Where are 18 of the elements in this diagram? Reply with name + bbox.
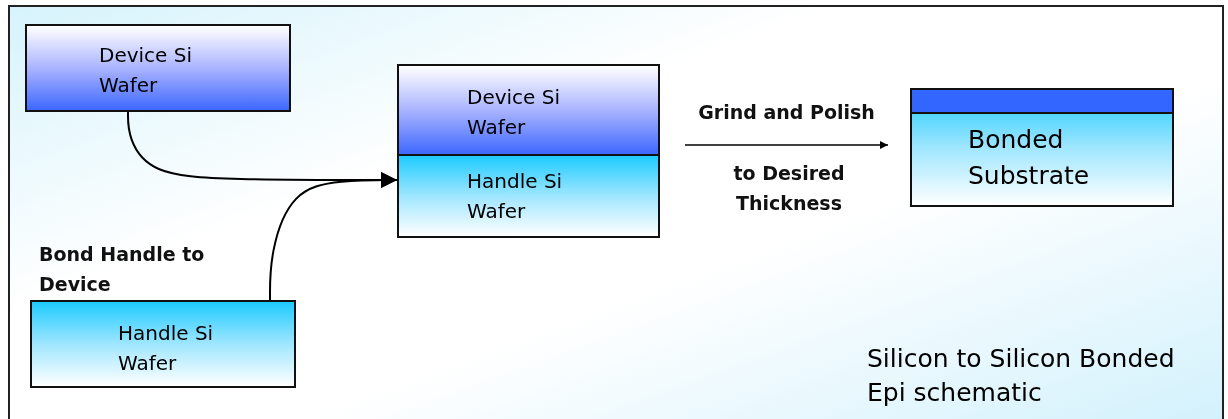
edge-label: Grind and Polish [697, 100, 876, 125]
step-label: Bond Handle to Device [39, 242, 206, 297]
wafer-label: Device Si Wafer [467, 84, 561, 141]
wafer-label: Handle Si Wafer [467, 168, 564, 225]
wafer-label: Device Si Wafer [99, 42, 193, 99]
wafer-layer [399, 154, 658, 236]
caption: Silicon to Silicon Bonded Epi schematic [867, 343, 1176, 409]
substrate-box [910, 88, 1174, 207]
step-label: to Desired Thickness [732, 161, 846, 216]
wafer-label: Bonded Substrate [968, 124, 1091, 192]
wafer-box [30, 300, 296, 388]
wafer-stack-box [397, 64, 660, 238]
wafer-box [25, 24, 291, 112]
device-layer-bar [912, 90, 1172, 114]
wafer-label: Handle Si Wafer [118, 320, 215, 377]
wafer-layer [399, 66, 658, 154]
arrow [269, 172, 398, 301]
arrow [684, 141, 889, 149]
